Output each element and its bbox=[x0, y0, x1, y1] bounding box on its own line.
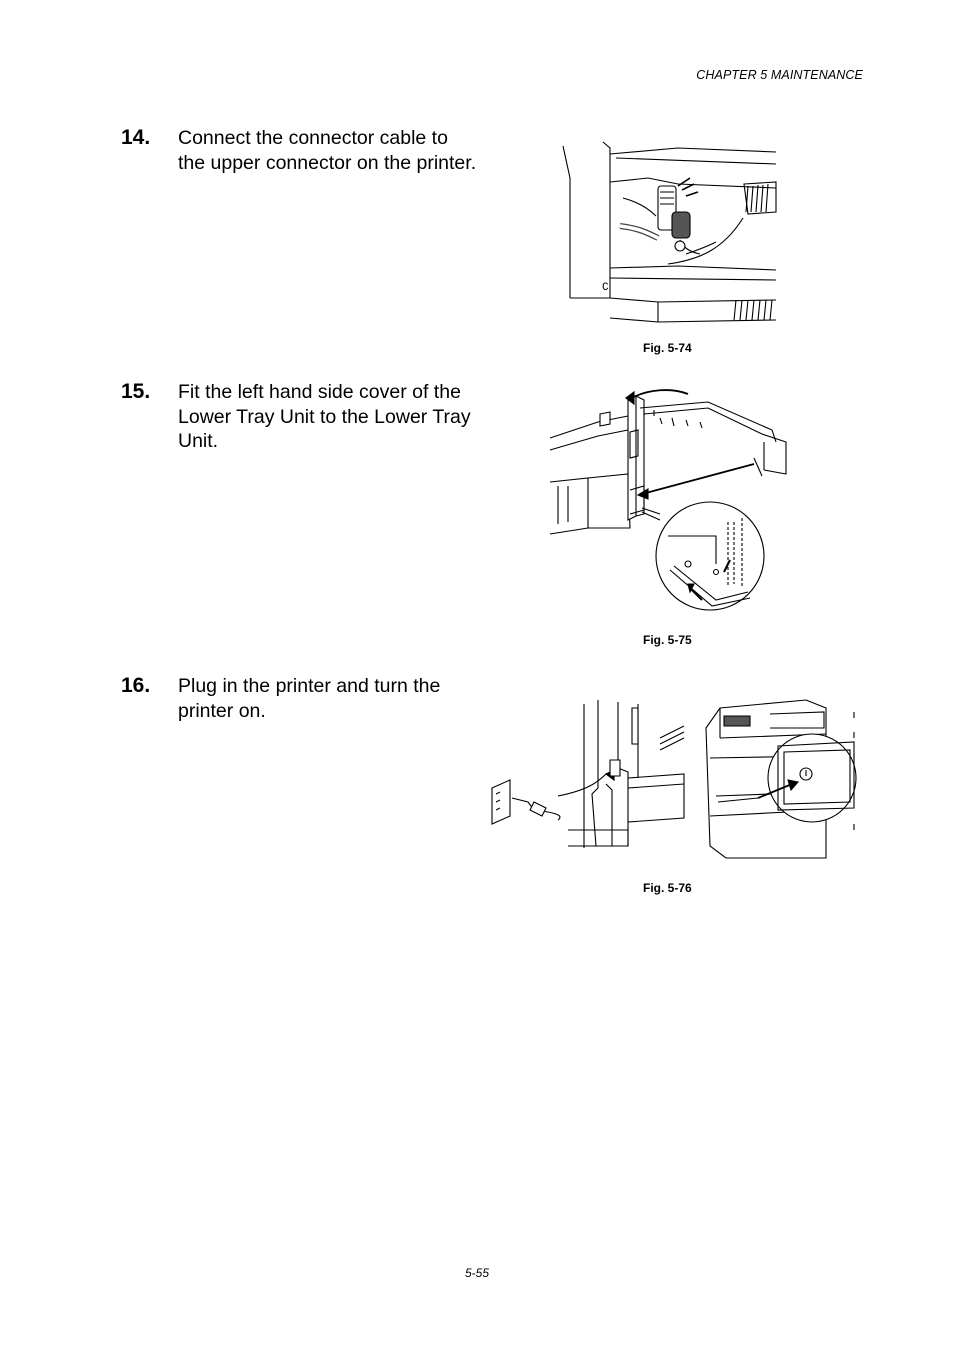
chapter-header: CHAPTER 5 MAINTENANCE bbox=[696, 68, 863, 82]
figure-label-c: C bbox=[602, 282, 609, 294]
figure-caption: Fig. 5-74 bbox=[643, 341, 692, 355]
step-instruction: Plug in the printer and turn the printer… bbox=[178, 675, 441, 722]
step-number: 14. bbox=[121, 126, 151, 149]
figure-5-74-connector-cable: C bbox=[548, 138, 780, 328]
step-instruction: Fit the left hand side cover of the Lowe… bbox=[178, 381, 471, 452]
step-number: 16. bbox=[121, 674, 151, 697]
step-number: 15. bbox=[121, 380, 151, 403]
figure-5-76-power-on bbox=[488, 698, 860, 868]
figure-5-75-side-cover bbox=[548, 386, 790, 626]
page-number: 5-55 bbox=[464, 1266, 490, 1280]
step-instruction: Connect the connector cable to the upper… bbox=[178, 127, 477, 174]
figure-caption: Fig. 5-76 bbox=[643, 881, 692, 895]
figure-caption: Fig. 5-75 bbox=[643, 633, 692, 647]
